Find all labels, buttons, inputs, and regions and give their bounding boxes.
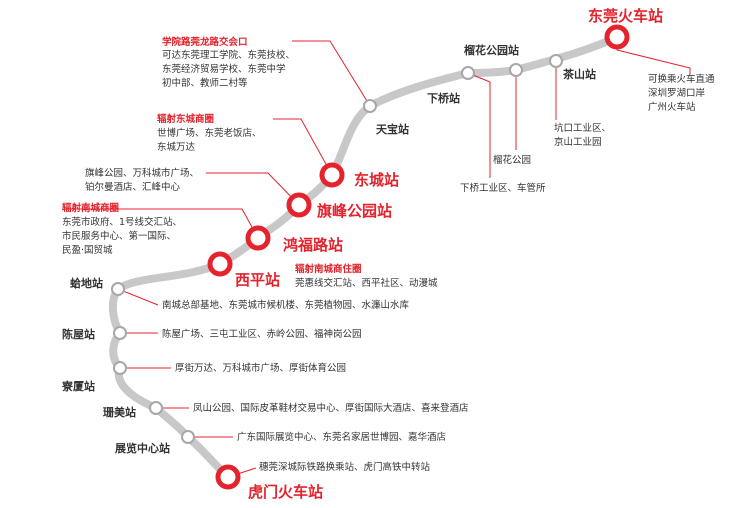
- station-marker-qifeng[interactable]: [286, 192, 312, 218]
- anno-xueyuan-line2: 东莞经济贸易学校、东莞中学: [162, 63, 286, 75]
- station-name-liuhua: 榴花公园站: [464, 43, 519, 57]
- anno-liaoxia: 厚街万达、万科城市广场、厚街体育公园: [175, 362, 346, 374]
- station-name-xiping: 西平站: [235, 271, 280, 289]
- leader-dongcheng: [273, 118, 333, 176]
- anno-geidi: 南城总部基地、东莞城市候机楼、东莞植物园、水濂山水库: [162, 299, 410, 311]
- anno-qifeng-line2: 铂尔曼酒店、汇峰中心: [85, 181, 181, 193]
- anno-liuhua: 榴花公园: [493, 154, 531, 166]
- station-name-shanmei: 珊美站: [103, 405, 136, 419]
- station-name-zhanlan: 展览中心站: [114, 441, 170, 455]
- anno-nancheng-line3: 民盈·国贸城: [62, 244, 113, 256]
- leader-xueyuan: [292, 40, 371, 107]
- anno-nancheng-title: 辐射南城商圈: [62, 202, 119, 214]
- anno-nancheng-zj-line1: 莞惠线交汇站、西平社区、动漫城: [295, 277, 438, 289]
- station-name-chenwu: 陈屋站: [62, 327, 95, 341]
- anno-chenwu: 陈屋广场、三屯工业区、赤岭公园、福神岗公园: [162, 328, 362, 340]
- anno-xueyuan-title: 学院路莞龙路交会口: [162, 36, 248, 48]
- station-marker-shanmei[interactable]: [149, 401, 163, 415]
- anno-nancheng-zj-title: 辐射南城商住圈: [295, 263, 362, 275]
- station-marker-chashan[interactable]: [549, 54, 563, 68]
- anno-dongguan-line3: 广州火车站: [648, 101, 696, 113]
- anno-xiaqiao: 下桥工业区、车管所: [460, 182, 546, 194]
- station-marker-liaoxia[interactable]: [113, 361, 127, 375]
- anno-dongcheng-title: 辐射东城商圈: [157, 113, 214, 125]
- anno-zhanlan: 广东国际展览中心、东莞名家居世博园、嘉华酒店: [237, 431, 446, 443]
- anno-chashan-line1: 坑口工业区、: [554, 122, 611, 134]
- station-marker-liuhua[interactable]: [509, 63, 523, 77]
- station-marker-xiping[interactable]: [207, 251, 233, 277]
- station-marker-tianbao[interactable]: [363, 99, 377, 113]
- station-name-dongguan: 东莞火车站: [588, 7, 663, 25]
- anno-chashan-line2: 京山工业园: [554, 136, 602, 148]
- station-name-qifeng: 旗峰公园站: [317, 202, 392, 220]
- station-name-chashan: 茶山站: [562, 67, 596, 81]
- station-name-humen: 虎门火车站: [248, 483, 323, 501]
- anno-dongguan-line2: 深圳罗湖口岸: [648, 88, 706, 99]
- station-marker-humen[interactable]: [215, 464, 241, 490]
- station-marker-dongcheng[interactable]: [319, 162, 345, 188]
- leader-qifeng: [206, 172, 300, 206]
- station-marker-xiaqiao[interactable]: [461, 66, 475, 80]
- anno-dongguan-line1: 可换乘火车直通: [648, 73, 715, 85]
- station-marker-chenwu[interactable]: [113, 326, 127, 340]
- anno-humen: 穗莞深城际铁路换乘站、虎门高铁中转站: [259, 461, 431, 473]
- anno-xueyuan-line1: 可达东莞理工学院、东莞技校、: [162, 49, 295, 61]
- anno-nancheng-line2: 市民服务中心、第一国际、: [62, 230, 176, 242]
- station-marker-hongfu[interactable]: [245, 225, 271, 251]
- leader-geidi: [117, 288, 159, 306]
- station-marker-zhanlan[interactable]: [181, 430, 195, 444]
- anno-nancheng-line1: 东莞市政府、1号线交汇站、: [62, 216, 182, 228]
- anno-qifeng-line1: 旗峰公园、万科城市广场、: [85, 167, 199, 179]
- station-name-liaoxia: 寮厦站: [61, 379, 95, 393]
- station-marker-geidi[interactable]: [111, 282, 125, 296]
- anno-dongcheng-line2: 东城万达: [157, 141, 196, 153]
- anno-dongcheng-line1: 世博广场、东莞老饭店、: [157, 127, 262, 139]
- station-name-geidi: 蛤地站: [70, 276, 103, 290]
- anno-xueyuan-line3: 初中部、教师二村等: [162, 77, 248, 89]
- station-marker-dongguan[interactable]: [604, 24, 630, 50]
- station-name-xiaqiao: 下桥站: [427, 91, 460, 105]
- station-name-hongfu: 鸿福路站: [283, 236, 343, 254]
- station-name-tianbao: 天宝站: [376, 122, 409, 136]
- leader-xiaqiao: [467, 72, 491, 178]
- anno-shanmei: 凤山公园、国际皮革鞋材交易中心、厚街国际大酒店、喜来登酒店: [193, 402, 469, 414]
- station-name-dongcheng: 东城站: [354, 171, 399, 189]
